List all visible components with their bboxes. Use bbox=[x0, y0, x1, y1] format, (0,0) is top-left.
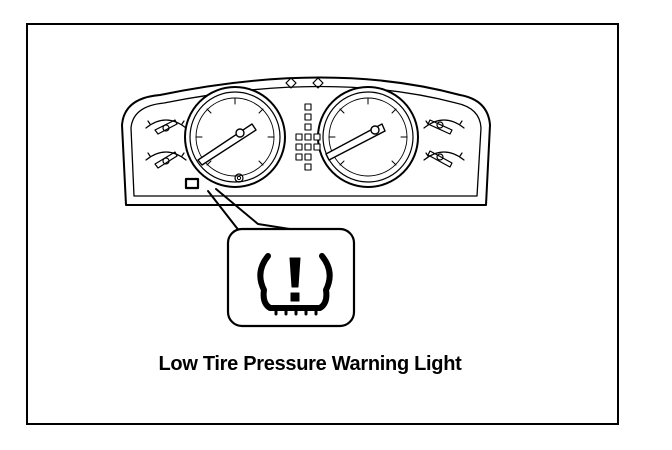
speedometer-gauge bbox=[184, 86, 286, 188]
instrument-cluster-icon bbox=[121, 76, 491, 206]
left-small-gauges bbox=[145, 119, 187, 169]
right-small-gauges bbox=[423, 119, 465, 168]
top-indicator-lamps bbox=[285, 77, 324, 89]
tire-pressure-lamp-location bbox=[184, 177, 200, 190]
figure-caption: Low Tire Pressure Warning Light bbox=[158, 353, 462, 375]
tachometer-gauge bbox=[317, 86, 419, 188]
tire-pressure-warning-icon bbox=[226, 227, 356, 328]
center-indicator-grid bbox=[295, 103, 321, 171]
